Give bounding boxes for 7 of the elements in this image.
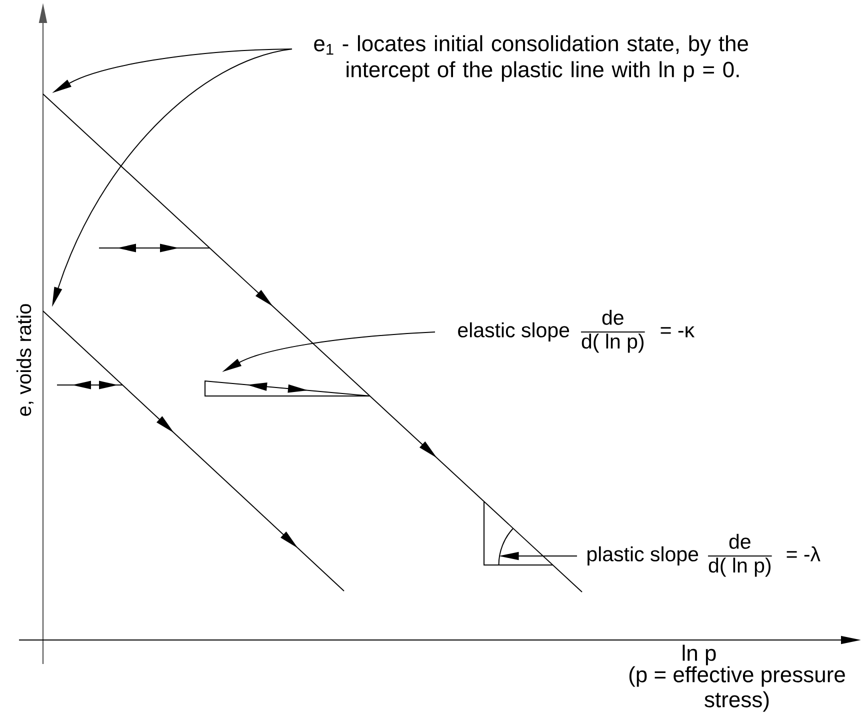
annotation-text: e$_{1}$ - locates initial consolidation state, by the intercept of the plastic line with ln p = 0. bbox=[314, 35, 748, 82]
slope-label: plastic slope de d( ln p) = -λ bbox=[588, 534, 820, 577]
axis-label: (p = effective pressure stress) bbox=[629, 666, 845, 712]
angle-arc bbox=[498, 528, 514, 566]
axis-label: e, voids ratio bbox=[16, 304, 34, 416]
slope-label: elastic slope de d( ln p) = -κ bbox=[458, 310, 695, 353]
axis-label: ln p bbox=[682, 644, 716, 666]
